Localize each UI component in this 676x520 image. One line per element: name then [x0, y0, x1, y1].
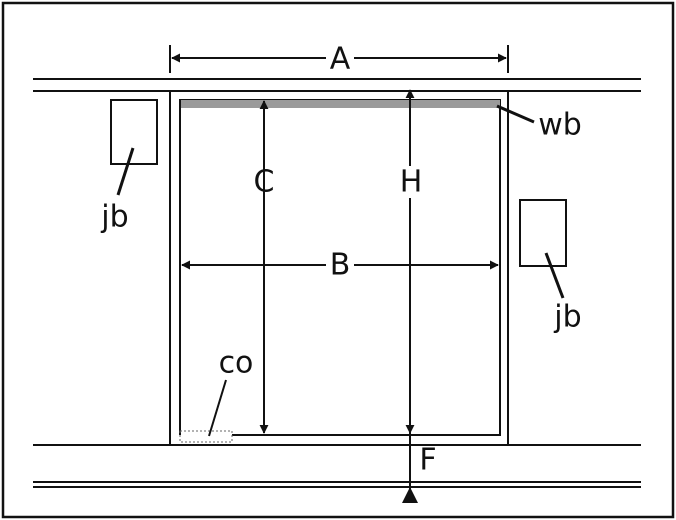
label-a: A — [330, 42, 351, 77]
junction-box-left — [110, 99, 158, 165]
junction-box-right — [519, 199, 567, 267]
label-jb-right: jb — [553, 300, 581, 335]
cut-out — [179, 430, 233, 443]
label-b: B — [330, 248, 351, 283]
wall-beam — [181, 100, 500, 108]
leader-jb-right — [544, 252, 565, 299]
leader-jb-left — [116, 147, 135, 196]
label-c: C — [254, 165, 275, 200]
leader-co — [208, 379, 227, 437]
label-wb: wb — [538, 108, 582, 143]
label-f: F — [419, 443, 436, 478]
dimension-f-arrow — [402, 487, 418, 503]
label-co: co — [219, 346, 254, 381]
leader-wb — [496, 104, 535, 124]
label-jb-left: jb — [100, 200, 128, 235]
label-h: H — [400, 165, 423, 200]
